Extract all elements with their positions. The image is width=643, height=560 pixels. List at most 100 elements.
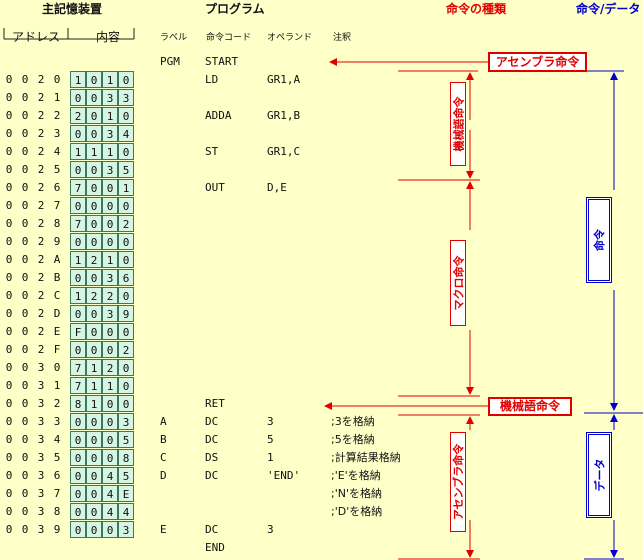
machine-instr-vtag: 機械語命令 [450, 82, 466, 166]
address-digit: 0 [5, 109, 13, 122]
program-opcode: DC [205, 469, 219, 482]
memory-cell: 1 [102, 71, 118, 88]
address-digit: 7 [53, 487, 61, 500]
address-digit: 3 [37, 451, 45, 464]
address-digit: 7 [53, 199, 61, 212]
address-digit: 0 [5, 73, 13, 86]
memory-cell: 1 [102, 143, 118, 160]
address-digit: 8 [53, 217, 61, 230]
memory-cell: 1 [70, 143, 86, 160]
memory-cell: 0 [102, 341, 118, 358]
program-comment: ;'E'を格納 [331, 469, 381, 482]
memory-cell: 0 [86, 215, 102, 232]
address-digit: 2 [37, 163, 45, 176]
memory-cell: 1 [102, 377, 118, 394]
memory-cell: 0 [86, 269, 102, 286]
address-digit: 0 [21, 451, 29, 464]
address-digit: 2 [53, 397, 61, 410]
data-vtag: データ [586, 432, 612, 518]
instruction-vtag: 命令 [586, 197, 612, 283]
memory-cell: 4 [118, 503, 134, 520]
address-digit: 0 [21, 379, 29, 392]
address-digit: 0 [5, 379, 13, 392]
memory-cell: 0 [118, 143, 134, 160]
memory-cell: 0 [86, 305, 102, 322]
program-operand: 5 [267, 433, 274, 446]
memory-cell: 2 [118, 341, 134, 358]
memory-cell: 0 [86, 125, 102, 142]
memory-cell: 0 [86, 197, 102, 214]
address-digit: 0 [5, 397, 13, 410]
address-digit: 0 [5, 253, 13, 266]
memory-cell: 7 [70, 179, 86, 196]
address-digit: 1 [53, 91, 61, 104]
label-header: ラベル [160, 33, 188, 43]
address-digit: A [53, 253, 61, 266]
address-digit: 0 [21, 235, 29, 248]
memory-cell: 2 [102, 287, 118, 304]
memory-cell: 0 [118, 323, 134, 340]
memory-cell: 4 [102, 485, 118, 502]
memory-cell: 4 [102, 503, 118, 520]
address-digit: 0 [5, 217, 13, 230]
address-digit: 0 [5, 487, 13, 500]
address-digit: 0 [21, 217, 29, 230]
program-comment: ;5を格納 [331, 433, 375, 446]
memory-cell: 0 [118, 359, 134, 376]
memory-cell: 0 [70, 161, 86, 178]
memory-cell: 0 [86, 413, 102, 430]
address-digit: 0 [5, 433, 13, 446]
macro-instr-vtag: マクロ命令 [450, 240, 466, 326]
address-digit: 0 [53, 361, 61, 374]
program-opcode: END [205, 541, 225, 554]
address-digit: B [53, 271, 61, 284]
program-label: PGM [160, 55, 180, 68]
address-digit: 2 [37, 145, 45, 158]
address-digit: 1 [53, 379, 61, 392]
address-digit: 0 [53, 73, 61, 86]
address-digit: 3 [37, 433, 45, 446]
memory-cell: 0 [118, 107, 134, 124]
memory-cell: 0 [86, 179, 102, 196]
memory-cell: 0 [102, 449, 118, 466]
memory-cell: 1 [86, 143, 102, 160]
address-digit: 0 [5, 91, 13, 104]
memory-cell: 3 [102, 125, 118, 142]
memory-cell: 3 [118, 413, 134, 430]
address-digit: 0 [21, 109, 29, 122]
memory-cell: 3 [102, 161, 118, 178]
address-digit: 0 [5, 163, 13, 176]
memory-cell: 5 [118, 431, 134, 448]
address-digit: 0 [5, 235, 13, 248]
memory-cell: 0 [86, 485, 102, 502]
address-digit: 0 [5, 181, 13, 194]
program-operand: 1 [267, 451, 274, 464]
address-digit: 9 [53, 235, 61, 248]
address-digit: 2 [37, 199, 45, 212]
program-label: D [160, 469, 167, 482]
address-digit: 4 [53, 145, 61, 158]
program-operand: GR1,A [267, 73, 301, 86]
memory-cell: 3 [118, 521, 134, 538]
address-digit: 0 [5, 505, 13, 518]
memory-cell: 0 [102, 179, 118, 196]
address-digit: 0 [21, 505, 29, 518]
instr-data-title: 命令/データ [576, 2, 641, 16]
memory-cell: 2 [86, 287, 102, 304]
program-opcode: ADDA [205, 109, 232, 122]
program-operand: GR1,B [267, 109, 301, 122]
address-digit: 2 [37, 73, 45, 86]
memory-cell: 0 [86, 521, 102, 538]
address-digit: 2 [37, 91, 45, 104]
address-digit: 0 [21, 487, 29, 500]
memory-cell: 1 [86, 359, 102, 376]
address-digit: E [53, 325, 61, 338]
address-digit: 0 [5, 271, 13, 284]
program-label: B [160, 433, 167, 446]
memory-cell: 0 [102, 215, 118, 232]
program-opcode: DC [205, 433, 219, 446]
memory-cell: 0 [70, 233, 86, 250]
memory-cell: 7 [70, 359, 86, 376]
address-digit: 0 [5, 415, 13, 428]
address-digit: 8 [53, 505, 61, 518]
